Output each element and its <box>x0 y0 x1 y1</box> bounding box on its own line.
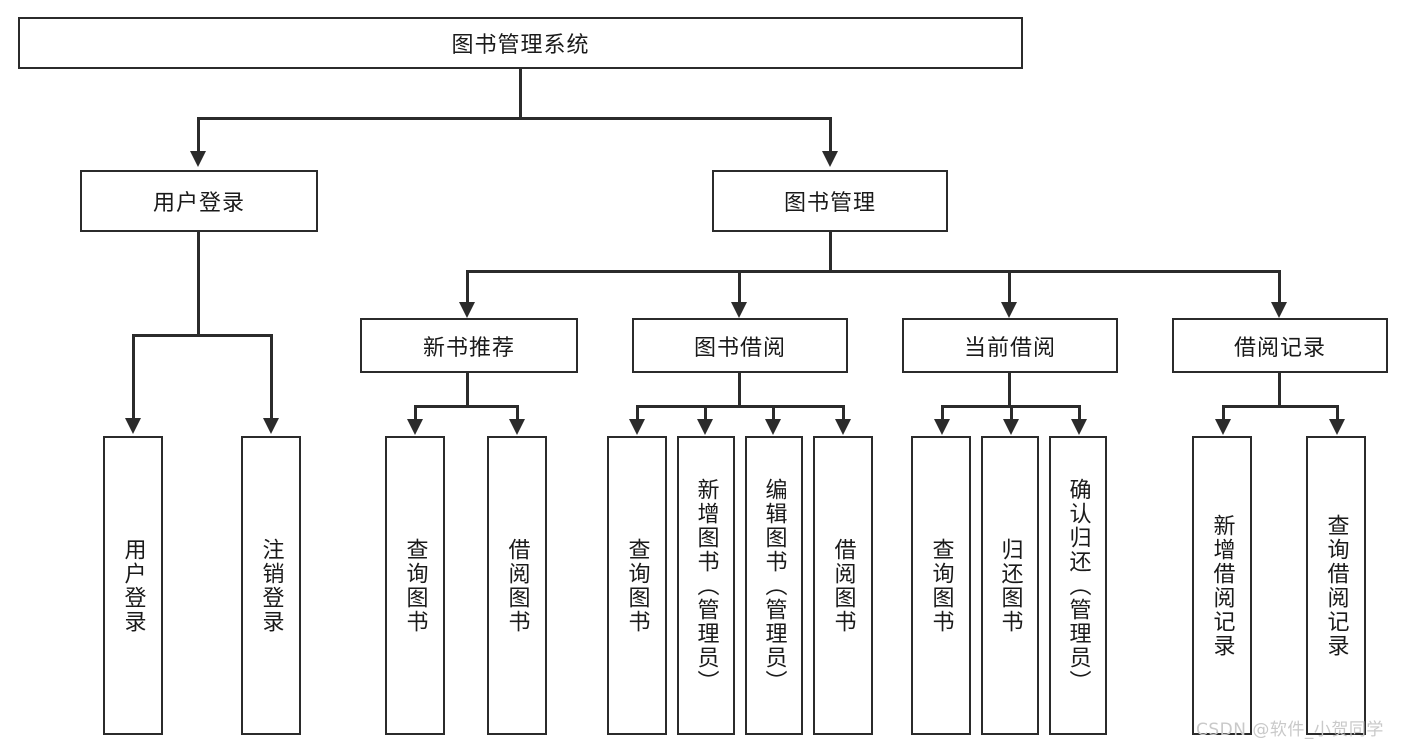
node-label: 图书管理系统 <box>451 33 590 58</box>
arrow-br-to-leaf-1 <box>1215 419 1231 435</box>
node-root-book-management-system[interactable]: 图书管理系统 <box>18 17 1023 69</box>
arrow-cb-to-leaf-2 <box>1003 419 1019 435</box>
edge-bm-to-new-book <box>466 270 469 304</box>
node-label: 查询借阅记录 <box>1323 513 1349 658</box>
leaf-logout[interactable]: 注销登录 <box>241 436 301 735</box>
node-label: 编辑图书（管理员） <box>761 477 787 694</box>
node-label: 新增借阅记录 <box>1209 513 1235 658</box>
edge-root-to-book-management <box>829 117 832 153</box>
edge-nbr-stem <box>466 373 469 407</box>
node-label: 图书管理 <box>783 191 876 216</box>
leaf-edit-book-admin[interactable]: 编辑图书（管理员） <box>745 436 803 735</box>
node-label: 借阅图书 <box>830 537 856 634</box>
node-new-book-recommend[interactable]: 新书推荐 <box>360 318 578 373</box>
leaf-query-book-recommend[interactable]: 查询图书 <box>385 436 445 735</box>
node-label: 查询图书 <box>928 537 954 634</box>
edge-bm-to-record <box>1278 270 1281 304</box>
edge-user-login-bus <box>132 334 272 337</box>
node-label: 借阅图书 <box>504 537 530 634</box>
arrow-bb-to-leaf-3 <box>765 419 781 435</box>
node-current-borrow[interactable]: 当前借阅 <box>902 318 1118 373</box>
edge-book-management-stem <box>829 232 832 272</box>
edge-br-bus <box>1222 405 1338 408</box>
leaf-query-book-current[interactable]: 查询图书 <box>911 436 971 735</box>
edge-root-bus <box>197 117 832 120</box>
edge-bb-to-leaf-4 <box>842 405 845 421</box>
edge-book-management-bus <box>466 270 1280 273</box>
node-label: 借阅记录 <box>1233 335 1326 361</box>
arrow-root-to-user-login <box>190 151 206 167</box>
edge-nbr-to-leaf-1 <box>414 405 417 421</box>
node-label: 归还图书 <box>997 537 1023 634</box>
edge-cb-to-leaf-1 <box>941 405 944 421</box>
node-label: 确认归还（管理员） <box>1065 477 1091 694</box>
watermark-csdn: CSDN @软件_小贺同学 <box>1196 720 1384 740</box>
node-label: 注销登录 <box>258 537 284 634</box>
arrow-bm-to-borrow <box>731 302 747 318</box>
edge-bb-to-leaf-1 <box>636 405 639 421</box>
edge-nbr-bus <box>414 405 518 408</box>
node-label: 当前借阅 <box>963 335 1056 361</box>
edge-root-stem <box>519 69 522 118</box>
leaf-borrow-book[interactable]: 借阅图书 <box>813 436 873 735</box>
arrow-bb-to-leaf-1 <box>629 419 645 435</box>
edge-bm-to-current <box>1008 270 1011 304</box>
arrow-bb-to-leaf-2 <box>697 419 713 435</box>
arrow-user-login-to-leaf-2 <box>263 418 279 434</box>
edge-nbr-to-leaf-2 <box>516 405 519 421</box>
arrow-user-login-to-leaf-1 <box>125 418 141 434</box>
edge-user-login-stem <box>197 232 200 336</box>
arrow-bm-to-record <box>1271 302 1287 318</box>
arrow-bm-to-new-book <box>459 302 475 318</box>
arrow-cb-to-leaf-3 <box>1071 419 1087 435</box>
edge-user-login-to-leaf-1 <box>132 334 135 420</box>
node-borrow-record[interactable]: 借阅记录 <box>1172 318 1388 373</box>
edge-root-to-user-login <box>197 117 200 153</box>
edge-bb-to-leaf-2 <box>704 405 707 421</box>
node-label: 新增图书（管理员） <box>693 477 719 694</box>
edge-cb-stem <box>1008 373 1011 407</box>
edge-bm-to-borrow <box>738 270 741 304</box>
leaf-add-book-admin[interactable]: 新增图书（管理员） <box>677 436 735 735</box>
node-label: 查询图书 <box>624 537 650 634</box>
arrow-nbr-to-leaf-1 <box>407 419 423 435</box>
node-label: 图书借阅 <box>693 335 786 361</box>
edge-cb-to-leaf-3 <box>1078 405 1081 421</box>
node-label: 查询图书 <box>402 537 428 634</box>
node-label: 用户登录 <box>152 191 245 216</box>
node-book-borrow[interactable]: 图书借阅 <box>632 318 848 373</box>
arrow-nbr-to-leaf-2 <box>509 419 525 435</box>
arrow-br-to-leaf-2 <box>1329 419 1345 435</box>
arrow-bm-to-current <box>1001 302 1017 318</box>
leaf-return-book[interactable]: 归还图书 <box>981 436 1039 735</box>
node-label: 用户登录 <box>120 537 146 634</box>
arrow-cb-to-leaf-1 <box>934 419 950 435</box>
arrow-root-to-book-management <box>822 151 838 167</box>
leaf-confirm-return-admin[interactable]: 确认归还（管理员） <box>1049 436 1107 735</box>
edge-br-to-leaf-1 <box>1222 405 1225 421</box>
edge-bb-stem <box>738 373 741 407</box>
edge-bb-to-leaf-3 <box>772 405 775 421</box>
node-user-login[interactable]: 用户登录 <box>80 170 318 232</box>
arrow-bb-to-leaf-4 <box>835 419 851 435</box>
leaf-borrow-book-recommend[interactable]: 借阅图书 <box>487 436 547 735</box>
edge-user-login-to-leaf-2 <box>270 334 273 420</box>
leaf-query-borrow-record[interactable]: 查询借阅记录 <box>1306 436 1366 735</box>
edge-bb-bus <box>636 405 844 408</box>
edge-cb-to-leaf-2 <box>1010 405 1013 421</box>
leaf-add-borrow-record[interactable]: 新增借阅记录 <box>1192 436 1252 735</box>
edge-br-stem <box>1278 373 1281 407</box>
leaf-query-book-borrow[interactable]: 查询图书 <box>607 436 667 735</box>
node-book-management[interactable]: 图书管理 <box>712 170 948 232</box>
edge-br-to-leaf-2 <box>1336 405 1339 421</box>
node-label: 新书推荐 <box>422 335 515 361</box>
leaf-user-login[interactable]: 用户登录 <box>103 436 163 735</box>
